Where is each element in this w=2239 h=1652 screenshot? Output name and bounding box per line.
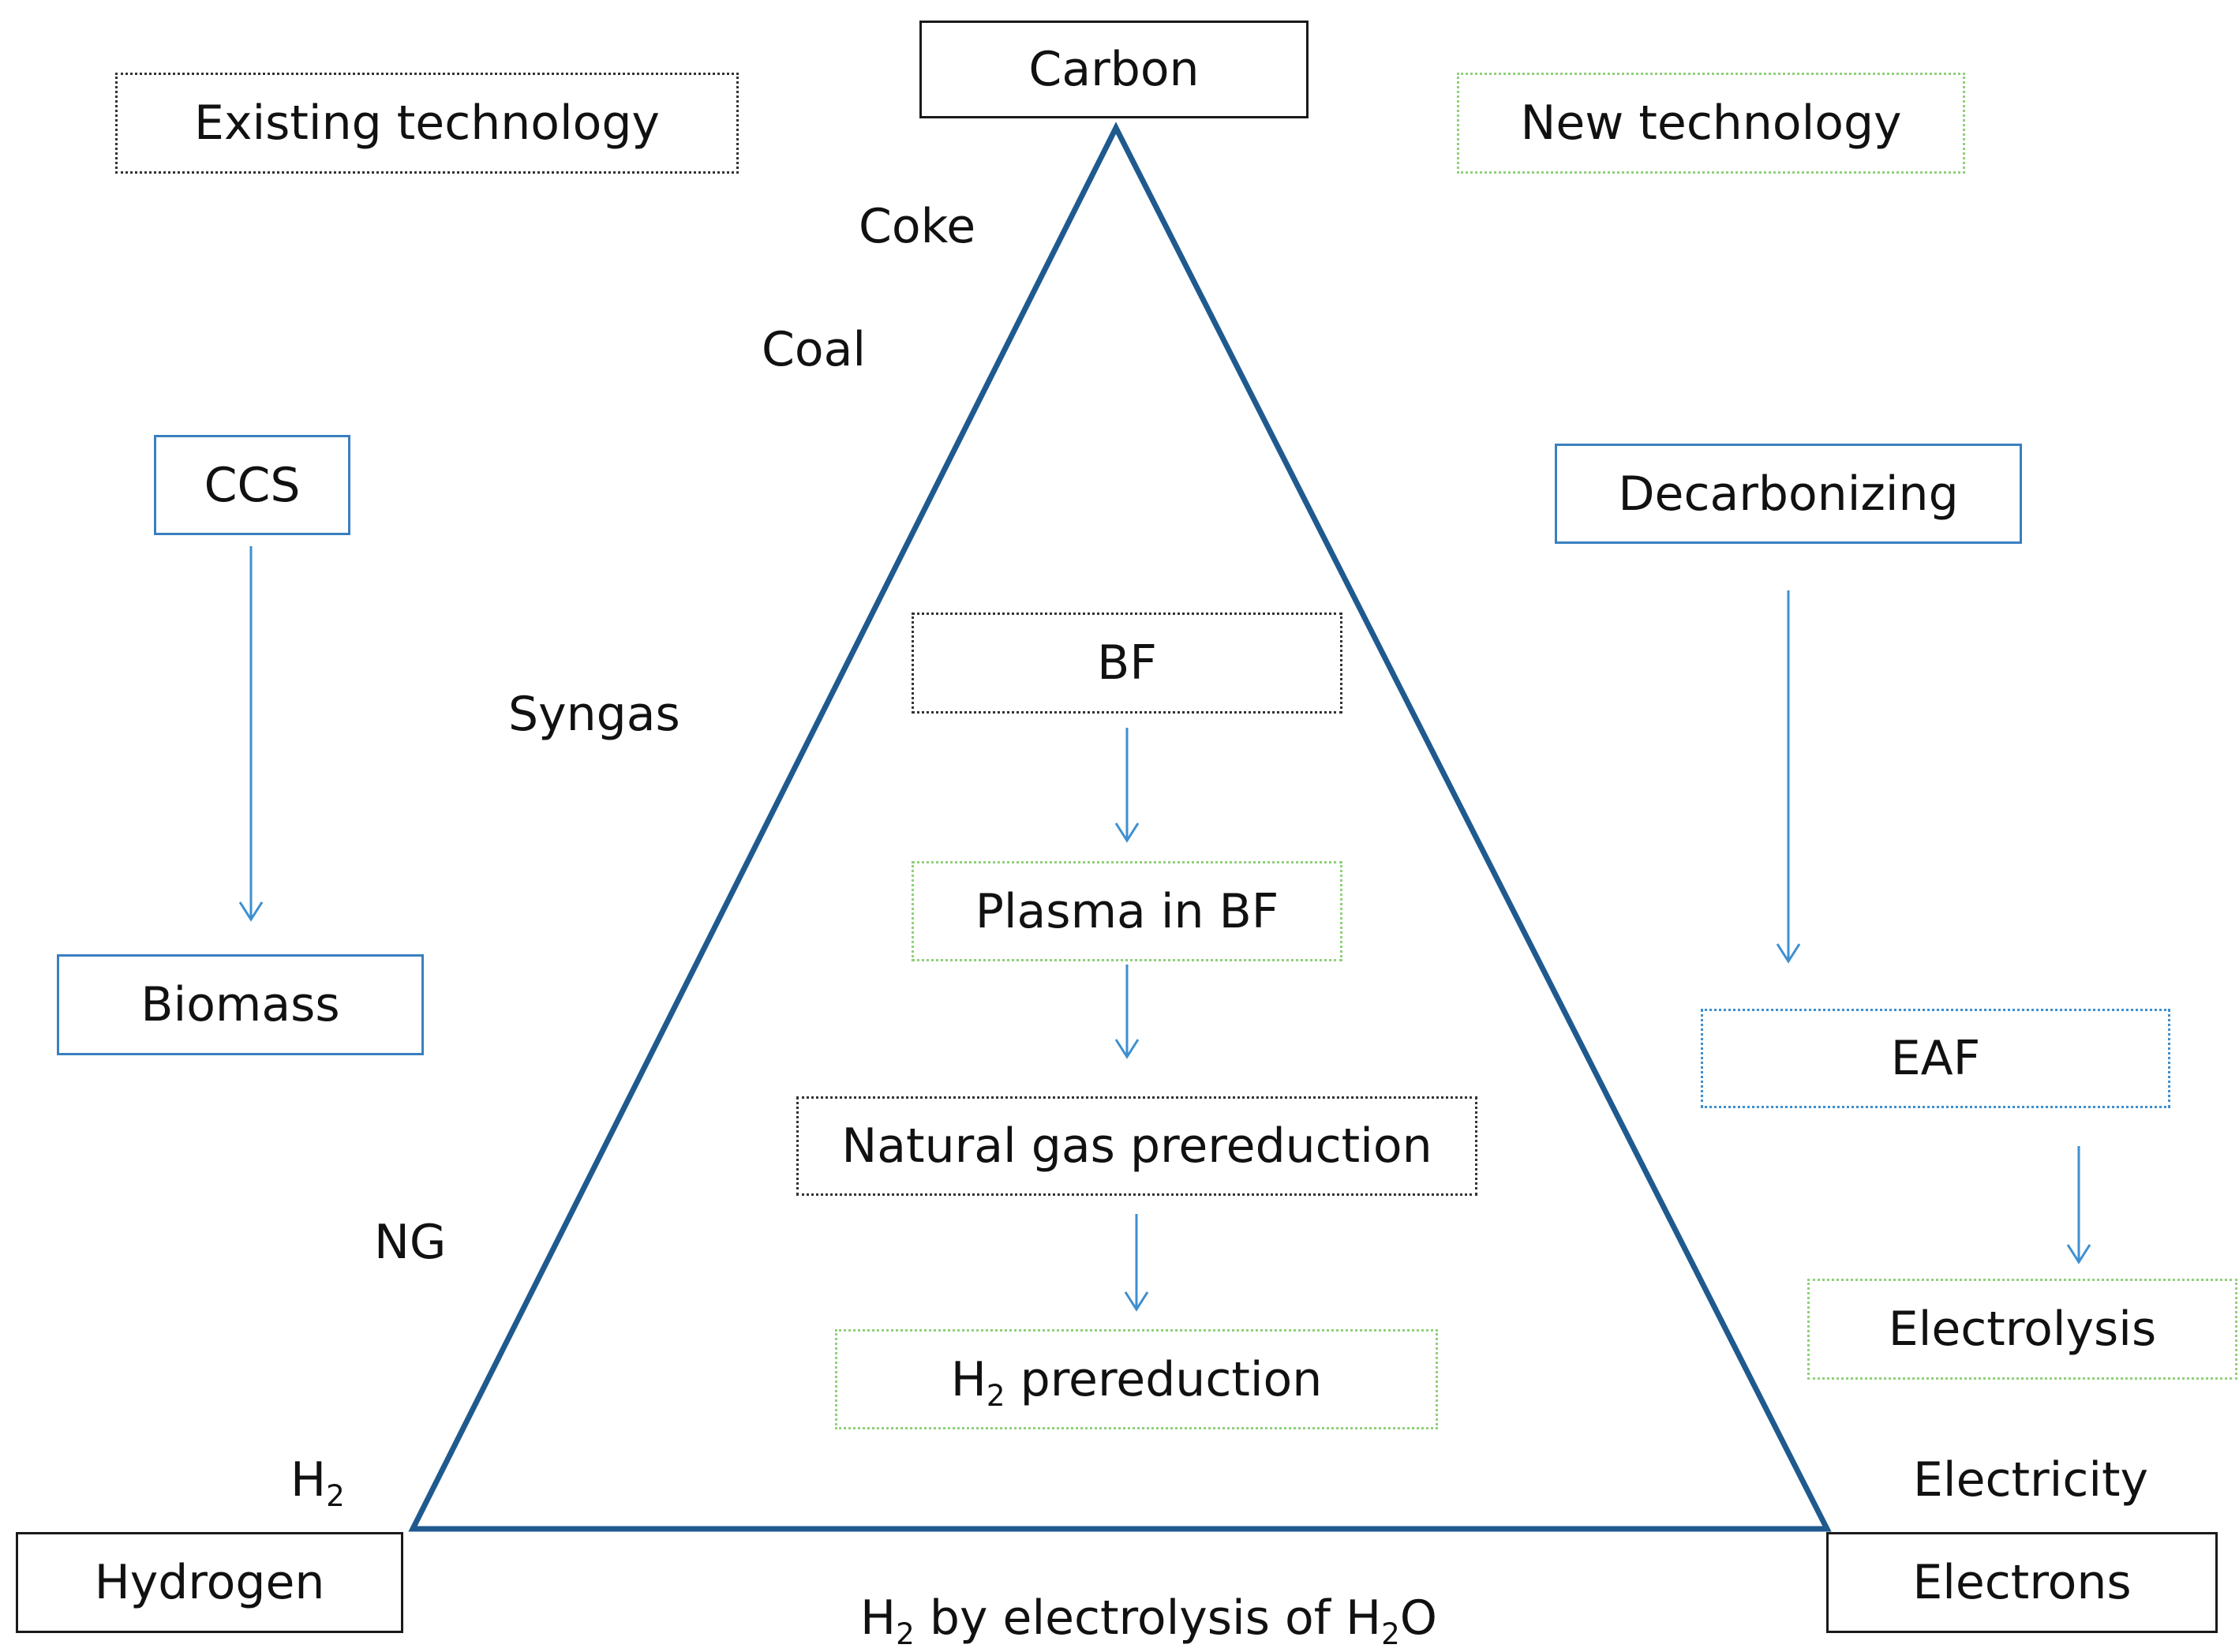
electrons-box: Electrons — [1826, 1532, 2218, 1633]
h2-prereduction-label: H2 prereduction — [950, 1351, 1323, 1413]
electricity-label: Electricity — [1913, 1452, 2149, 1508]
biomass-box: Biomass — [57, 954, 424, 1055]
decarbonizing-label: Decarbonizing — [1618, 466, 1959, 522]
eaf-box: EAF — [1701, 1009, 2170, 1108]
h2-prereduction-box: H2 prereduction — [835, 1329, 1438, 1429]
existing-technology-label: Existing technology — [194, 96, 660, 151]
new-technology-label: New technology — [1520, 96, 1902, 151]
electrons-label: Electrons — [1912, 1555, 2132, 1610]
natural-gas-prereduction-label: Natural gas prereduction — [841, 1118, 1432, 1174]
hydrogen-label: Hydrogen — [94, 1555, 325, 1610]
hydrogen-box: Hydrogen — [16, 1532, 403, 1633]
biomass-label: Biomass — [140, 977, 340, 1032]
eaf-label: EAF — [1890, 1031, 1981, 1086]
carbon-label: Carbon — [1028, 42, 1200, 97]
plasma-in-bf-box: Plasma in BF — [912, 861, 1342, 961]
carbon-box: Carbon — [919, 21, 1309, 118]
decarbonizing-box: Decarbonizing — [1555, 444, 2022, 544]
bf-label: BF — [1097, 635, 1157, 691]
electrolysis-box: Electrolysis — [1807, 1279, 2237, 1380]
new-technology-legend: New technology — [1457, 73, 1965, 174]
ccs-label: CCS — [204, 457, 301, 513]
plasma-in-bf-label: Plasma in BF — [975, 883, 1279, 939]
existing-technology-legend: Existing technology — [115, 73, 739, 174]
syngas-label: Syngas — [508, 687, 680, 742]
triangle — [408, 122, 1832, 1532]
coke-label: Coke — [859, 199, 976, 254]
ccs-box: CCS — [154, 435, 350, 535]
bf-box: BF — [912, 612, 1342, 714]
electrolysis-label: Electrolysis — [1888, 1302, 2157, 1357]
natural-gas-prereduction-box: Natural gas prereduction — [796, 1096, 1477, 1196]
h2-by-electrolysis-label: H2 by electrolysis of H2O — [860, 1590, 1437, 1652]
h2-corner-label: H2 — [290, 1452, 345, 1514]
ng-label: NG — [374, 1215, 447, 1270]
coal-label: Coal — [762, 322, 867, 377]
